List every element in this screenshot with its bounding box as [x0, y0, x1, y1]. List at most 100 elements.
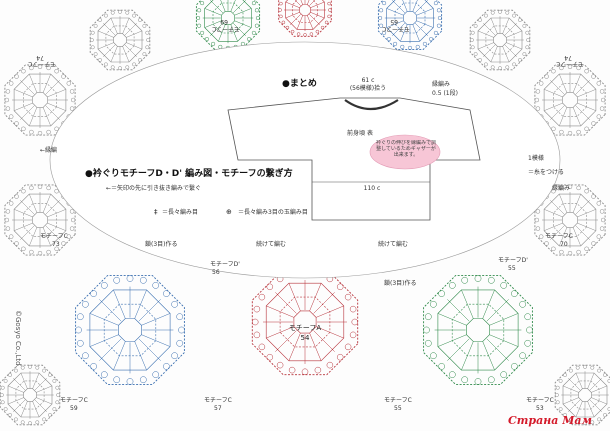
motif-chain-loop	[576, 185, 581, 191]
motif-stitch	[14, 209, 33, 218]
front-label: 前身頃 表	[347, 129, 373, 137]
motif-chain-loop	[596, 234, 602, 239]
motif-chain-loop	[8, 81, 14, 86]
motif-chain-loop	[37, 130, 43, 136]
motif-stitch	[575, 225, 590, 240]
motif-chain-loop	[344, 343, 352, 351]
motif-chain-loop	[597, 368, 602, 373]
motif-chain-loop	[285, 25, 290, 30]
motif-stitch	[113, 341, 126, 371]
motif-chain-loop	[211, 41, 216, 46]
motif-chain-loop	[37, 250, 43, 256]
motif-stitch	[490, 17, 498, 34]
motif-chain-loop	[93, 23, 98, 28]
motif-stitch	[89, 334, 119, 347]
corner-motif-left: モチーフC	[28, 60, 56, 67]
motif-stitch	[392, 22, 406, 36]
motif-chain-loop	[433, 30, 438, 35]
motif-stitch	[550, 200, 565, 215]
motif-chain-loop	[558, 407, 563, 412]
motif-chain-loop	[433, 1, 438, 6]
motif-chain-loop	[70, 217, 76, 223]
motif-ring	[23, 83, 57, 117]
motif-ring	[402, 11, 418, 26]
motif-chain-loop	[575, 420, 580, 425]
motif-chain-loop	[14, 121, 19, 126]
motif-stitch	[575, 105, 590, 120]
motif-chain-loop	[110, 65, 115, 70]
motif-chain-loop	[276, 361, 284, 369]
motif-stitch	[309, 283, 322, 311]
motif-ring	[251, 268, 359, 376]
balloon-note: 衿ぐりの伸びを縁編みで調整しているためギャザーが出来ます。	[375, 140, 436, 158]
motif-chain-loop	[82, 352, 89, 360]
motif-ring	[113, 33, 127, 47]
motif-stitch	[36, 397, 53, 405]
motif-chain-loop	[126, 275, 134, 282]
motif-chain-loop	[438, 363, 445, 370]
motif-chain-loop	[152, 282, 160, 289]
motif-stitch	[568, 378, 581, 391]
motif-d-num: 56	[212, 269, 220, 276]
legend-dc: ＝長々編み目	[162, 208, 198, 216]
pickup-note: (56模様)拾う	[350, 84, 386, 92]
motif-chain-loop	[138, 58, 142, 62]
motif-chain-loop	[266, 353, 274, 361]
motif-stitch	[572, 107, 581, 126]
motif-chain-loop	[125, 10, 130, 15]
motif-stitch	[310, 1, 325, 8]
motif-stitch	[316, 305, 344, 318]
motif-stitch	[559, 74, 568, 93]
motif-stitch	[313, 330, 335, 352]
motif-stitch	[45, 225, 60, 240]
motif-stitch	[122, 46, 130, 63]
motif-bottom-blue	[75, 275, 185, 385]
motif-chain-loop	[511, 290, 518, 297]
balloon-note-wrap: 衿ぐりの伸びを縁編みで調整しているためギャザーが出来ます。	[375, 140, 436, 158]
motif-chain-loop	[535, 226, 541, 231]
motif-chain-loop	[525, 45, 530, 50]
motif-stitch	[110, 17, 118, 34]
motif-chain-loop	[591, 121, 596, 126]
motif-stitch	[437, 334, 467, 347]
motif-stitch	[502, 46, 510, 63]
motif-chain-loop	[424, 339, 432, 347]
motif-corner-gray-br	[554, 364, 610, 426]
motif-chain-loop	[8, 201, 14, 206]
motif-bottom-green	[423, 275, 533, 385]
motif-stitch	[45, 105, 60, 120]
motif-stitch	[589, 378, 602, 391]
motif-chain-loop	[327, 14, 331, 19]
motif-stitch	[577, 209, 596, 218]
motif-ring	[553, 83, 587, 117]
motif-stitch	[572, 227, 581, 246]
motif-chain-loop	[37, 64, 43, 70]
motif-stitch	[210, 0, 224, 14]
motif-stitch	[577, 89, 596, 98]
motif-chain-loop	[176, 339, 184, 347]
motif-chain-loop	[28, 421, 32, 426]
motif-stitch	[232, 0, 246, 14]
motif-chain-loop	[48, 373, 52, 377]
motif-chain-loop	[591, 74, 596, 79]
motif-chain-loop	[290, 29, 295, 34]
motif-chain-loop	[61, 241, 66, 246]
row-label: 1模様	[528, 154, 544, 162]
motif-chain-loop	[247, 37, 252, 42]
motif-chain-loop	[171, 352, 178, 360]
bottom-motif-3-num: 55	[394, 405, 402, 412]
motif-chain-loop	[37, 184, 43, 190]
edge-right-label: 縁編み	[552, 184, 570, 192]
motif-stitch	[506, 30, 523, 38]
motif-stitch	[486, 338, 509, 361]
motif-chain-loop	[483, 13, 488, 18]
motif-chain-loop	[551, 188, 556, 194]
motif-chain-loop	[69, 226, 75, 231]
motif-chain-loop	[534, 97, 540, 103]
motif-stitch	[307, 0, 310, 5]
bottom-motif-1-num: 59	[70, 405, 78, 412]
motif-chain-loop	[591, 194, 596, 199]
motif-chain-loop	[535, 106, 541, 111]
motif-stitch	[42, 74, 51, 93]
